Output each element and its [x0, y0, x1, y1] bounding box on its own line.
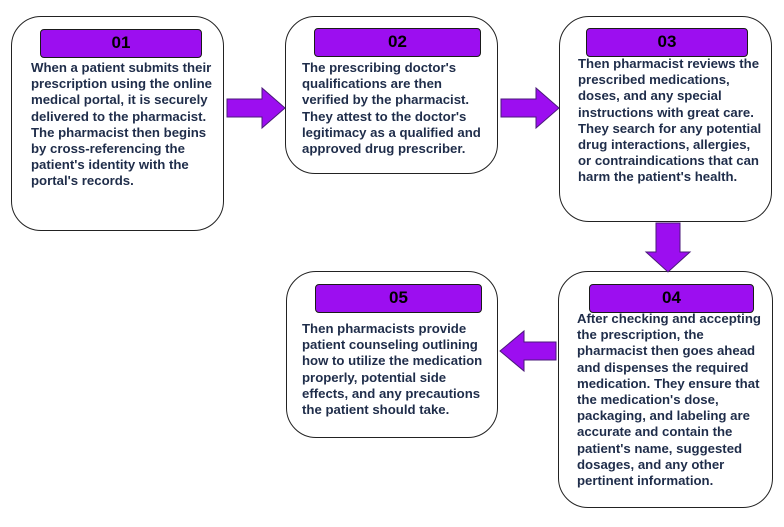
- arrow-03-to-04: [644, 222, 692, 273]
- step-03-text: Then pharmacist reviews the prescribed m…: [578, 56, 762, 185]
- step-01-badge: 01: [40, 29, 202, 58]
- step-03-badge: 03: [586, 28, 748, 57]
- step-05-text: Then pharmacists provide patient counsel…: [302, 321, 483, 418]
- step-04-text: After checking and accepting the prescri…: [577, 311, 761, 489]
- step-04-badge: 04: [589, 284, 754, 313]
- step-02-badge: 02: [314, 28, 481, 57]
- arrow-02-to-03: [500, 86, 560, 130]
- step-01-text: When a patient submits their prescriptio…: [31, 60, 212, 189]
- arrow-01-to-02: [226, 86, 286, 130]
- arrow-04-to-05: [499, 329, 557, 373]
- step-05-badge: 05: [315, 284, 482, 313]
- step-02-text: The prescribing doctor's qualifications …: [302, 60, 481, 157]
